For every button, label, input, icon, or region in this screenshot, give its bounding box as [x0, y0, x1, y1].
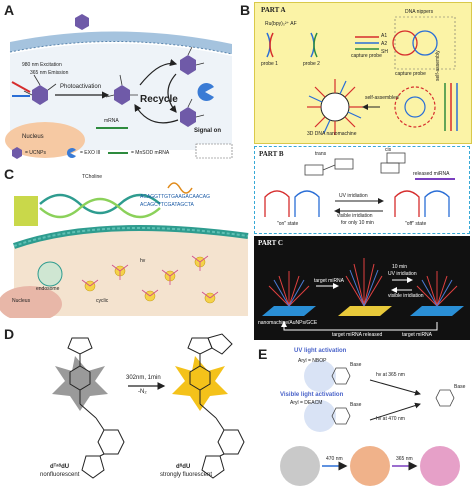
ucnp-hexagon-center	[114, 85, 130, 105]
panel-d: 302nm, 1min -N₂ dᵀᵃᴽdU nonfluorescent dᴽ…	[0, 326, 250, 486]
on-state-label: "on" state	[277, 221, 299, 227]
trans-label: trans	[315, 151, 327, 157]
base-label-2: Base	[350, 402, 362, 408]
complex-label: Ru(bpy)₃²⁺ AF	[265, 21, 297, 27]
part-b-diagram	[264, 152, 455, 217]
panel-b: PART A Ru(bpy)₃²⁺ AF DNA nippers capture…	[254, 2, 472, 342]
ucnp-hexagon-right-bottom	[180, 107, 196, 127]
panel-b-letter: B	[240, 2, 251, 18]
target-released-label: target miRNA released	[332, 332, 383, 338]
emission-label: 365 nm Emission	[30, 70, 69, 76]
panel-c-diagram	[0, 182, 249, 318]
right-compound-desc: strongly fluorescent	[160, 472, 213, 478]
part-b-title: PART B	[259, 150, 284, 158]
cis-label: cis	[385, 147, 392, 153]
nonfluorescent-glow	[52, 356, 108, 411]
vis-aryl-label: Aryl = DEACM	[290, 400, 323, 406]
capture-probe-label-2: capture probe	[395, 71, 426, 77]
vis-activation-title: Visible light activation	[280, 392, 344, 398]
tcholine-label: TCholine	[82, 174, 103, 180]
dna-nippers-label: DNA nippers	[405, 9, 434, 15]
cell-membrane	[10, 31, 232, 54]
capture-probe-label-1: capture probe	[351, 53, 382, 59]
part-a-diagram	[266, 16, 458, 135]
uv-label-b: UV irridiation	[339, 193, 368, 199]
legend-exo: = EXO III	[80, 150, 101, 156]
3d-dna-nanomachine	[307, 79, 363, 135]
electrode-label: nanomachine/AuNPs/GCE	[258, 320, 318, 326]
ucnp-hexagon-left	[32, 85, 48, 105]
signal-on-label: Signal on	[194, 128, 221, 134]
nm365-label: 365 nm	[396, 456, 413, 462]
right-compound-name: dᴽdU	[176, 464, 191, 470]
off-state-label: "off" state	[405, 221, 427, 227]
ten-min-label: 10 min	[392, 264, 408, 270]
excitation-label: 980 nm Excitation	[22, 62, 62, 68]
visible-label-c: visible irridiation	[388, 293, 424, 299]
ucnp-hexagon-right-top	[180, 55, 196, 75]
hv-label: hv	[140, 258, 146, 264]
part-c-title: PART C	[258, 239, 283, 247]
sequence-1: ACAGGTTGTGAAGACAACAG	[140, 194, 211, 200]
part-a-box: PART A Ru(bpy)₃²⁺ AF DNA nippers capture…	[254, 2, 472, 144]
left-compound-name: dᵀᵃᴽdU	[50, 464, 70, 470]
sh-label: SH	[381, 49, 388, 55]
uv-activation-title: UV light activation	[294, 348, 347, 354]
panel-c-letter: C	[4, 166, 15, 182]
nucleus-shape	[5, 122, 85, 158]
condition-bottom: -N₂	[138, 389, 147, 395]
left-compound-desc: nonfluorescent	[40, 472, 80, 478]
nucleus-label-c: Nucleus	[12, 298, 31, 304]
part-b-box: PART B trans cis released miRNA UV irrid…	[254, 146, 470, 234]
panel-e-letter: E	[258, 346, 268, 362]
panel-a-diagram	[5, 14, 233, 159]
self-assembly-label: self-assembly	[435, 50, 441, 81]
endosome-label: endosome	[36, 286, 60, 292]
ucnp-hexagon-top	[75, 14, 89, 30]
probe2-label: probe 2	[303, 61, 320, 67]
uv-hv-label: hv at 365 nm	[376, 372, 405, 378]
legend-mnsod: = MnSOD mRNA	[131, 150, 170, 156]
panel-e: UV light activation Aryl = NBOP hv at 36…	[270, 346, 472, 486]
nucleus-label: Nucleus	[22, 134, 44, 140]
for-10-label: for only 10 min	[341, 220, 374, 226]
cyclic-label: cyclic	[96, 298, 109, 304]
uv-label-c: UV irridiation	[388, 271, 417, 277]
target-mirna-label-1: target miRNA	[314, 278, 345, 284]
panel-d-letter: D	[4, 326, 15, 342]
recycle-label: Recycle	[140, 94, 178, 105]
visible-label-b: visible irridiation	[337, 213, 373, 219]
photoactivation-label: Photoactivation	[60, 84, 102, 90]
legend-ucnps: = UCNPs	[25, 150, 46, 156]
condition-top: 302nm, 1min	[126, 375, 161, 381]
panel-d-diagram	[52, 333, 245, 479]
base-label-1: Base	[350, 362, 362, 368]
released-mirna-label: released miRNA	[413, 171, 450, 177]
part-a-title: PART A	[261, 6, 286, 14]
target-mirna-label-2: target miRNA	[402, 332, 433, 338]
a1-label: A1	[381, 33, 388, 39]
nanomachine-label: 3D DNA nanomachine	[307, 131, 357, 137]
part-c-box: PART C target miRNA 10 min UV irridiatio…	[254, 236, 470, 340]
mrna-label: mRNA	[104, 118, 119, 124]
fluorescent-glow	[172, 356, 228, 411]
a2-label: A2	[381, 41, 388, 47]
panel-a-letter: A	[4, 2, 15, 18]
nm470-label: 470 nm	[326, 456, 343, 462]
part-c-diagram	[262, 258, 464, 331]
vis-hv-label: hv at 470 nm	[376, 416, 405, 422]
sequence-2: ACAGCTTCGATAGCTA	[140, 202, 194, 208]
base-label-3: Base	[454, 384, 466, 390]
panel-e-diagram	[280, 360, 460, 486]
panel-c: TCholine ACAGGTTGTGAAGACAACAG ACAGCTTCGA…	[0, 166, 250, 318]
uv-aryl-label: Aryl = NBOP	[298, 358, 327, 364]
panel-a: 980 nm Excitation 365 nm Emission Photoa…	[0, 0, 236, 160]
exo-iii-shape	[197, 83, 214, 101]
probe1-label: probe 1	[261, 61, 278, 67]
self-assembled-label: self-assembled	[365, 95, 399, 101]
